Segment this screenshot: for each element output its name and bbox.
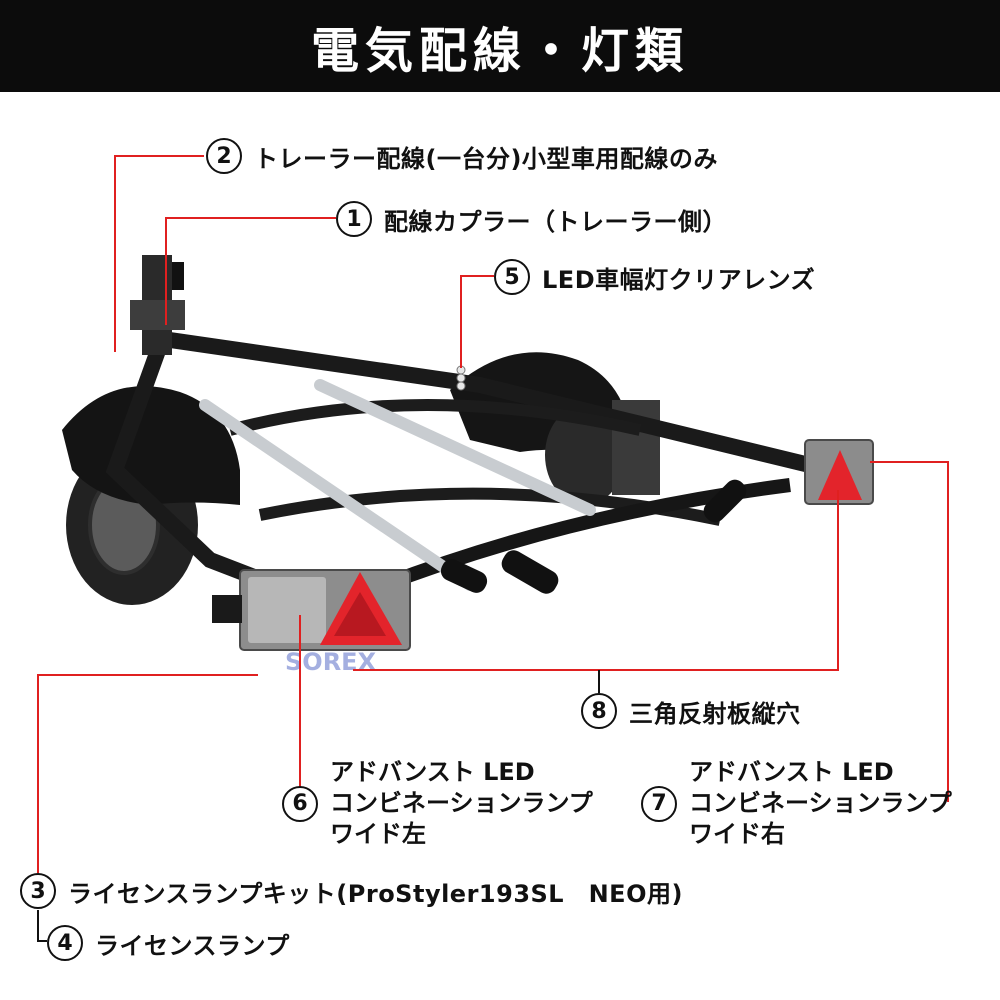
leader-line-2 xyxy=(114,155,204,352)
right-wheel xyxy=(545,405,625,505)
callout-number-2: 2 xyxy=(206,138,242,174)
winch-handle xyxy=(172,262,184,290)
leader-line-1 xyxy=(165,217,336,325)
callout-label-combination-lamp-left: アドバンスト LED コンビネーションランプ ワイド左 xyxy=(330,757,593,850)
roller-1 xyxy=(501,550,559,594)
callout-7-line-3: ワイド右 xyxy=(689,820,785,848)
left-fender xyxy=(62,386,240,505)
callout-1-wiring-coupler: 1 配線カプラー（トレーラー側） xyxy=(336,201,727,237)
callout-7-line-2: コンビネーションランプ xyxy=(689,789,952,817)
callout-6-line-3: ワイド左 xyxy=(330,820,426,848)
right-reflector-triangle xyxy=(818,450,862,500)
callout-label-trailer-wiring: トレーラー配線(一台分)小型車用配線のみ xyxy=(254,144,718,173)
bunk-rail-left xyxy=(199,399,476,591)
callout-label-combination-lamp-right: アドバンスト LED コンビネーションランプ ワイド右 xyxy=(689,757,952,850)
page-title: 電気配線・灯類 xyxy=(310,23,689,79)
left-reflector-inner xyxy=(334,592,386,636)
roller-3 xyxy=(440,559,488,593)
header-bar: 電気配線・灯類 xyxy=(0,0,1000,92)
marker-light-2 xyxy=(456,373,466,383)
callout-label-license-lamp-kit: ライセンスランプキット(ProStyler193SL NEO用) xyxy=(68,879,683,908)
callout-6-line-1: アドバンスト LED xyxy=(330,758,535,786)
callout-number-6: 6 xyxy=(282,785,318,822)
callout-7-combination-lamp-right: 7 アドバンスト LED コンビネーションランプ ワイド右 xyxy=(641,757,952,850)
callout-number-1: 1 xyxy=(336,201,372,237)
trailer-crossbar-2 xyxy=(228,399,642,436)
callout-number-7: 7 xyxy=(641,785,677,822)
callout-label-license-lamp: ライセンスランプ xyxy=(95,931,290,960)
callout-8-reflector-slot: 8 三角反射板縦穴 xyxy=(581,693,801,729)
callout-label-wiring-coupler: 配線カプラー（トレーラー側） xyxy=(384,207,727,236)
callout-3-license-lamp-kit: 3 ライセンスランプキット(ProStyler193SL NEO用) xyxy=(20,873,683,909)
callout-7-line-1: アドバンスト LED xyxy=(689,758,894,786)
callout-number-8: 8 xyxy=(581,693,617,729)
callout-6-line-2: コンビネーションランプ xyxy=(330,789,593,817)
callout-6-combination-lamp-left: 6 アドバンスト LED コンビネーションランプ ワイド左 xyxy=(282,757,593,850)
callout-4-license-lamp: 4 ライセンスランプ xyxy=(47,925,290,961)
connector-line-3-4 xyxy=(37,910,47,942)
callout-number-5: 5 xyxy=(494,259,530,295)
license-bracket xyxy=(212,595,242,623)
bunk-rail-right xyxy=(314,379,596,516)
callout-number-4: 4 xyxy=(47,925,83,961)
callout-5-led-marker-light: 5 LED車幅灯クリアレンズ xyxy=(494,259,815,295)
leader-line-3 xyxy=(37,674,258,873)
trailer-frame-right xyxy=(162,332,838,478)
callout-label-led-marker-light: LED車幅灯クリアレンズ xyxy=(542,265,816,294)
leader-line-8 xyxy=(353,490,839,671)
left-combination-lamp-lens xyxy=(248,577,326,643)
callout-number-3: 3 xyxy=(20,873,56,909)
marker-light-3 xyxy=(456,381,466,391)
brand-watermark: SOREX xyxy=(285,648,377,676)
callout-label-reflector-slot: 三角反射板縦穴 xyxy=(629,699,801,728)
callout-2-trailer-wiring: 2 トレーラー配線(一台分)小型車用配線のみ xyxy=(206,138,718,174)
roller-2 xyxy=(703,479,747,523)
leader-line-7 xyxy=(870,461,949,802)
leader-line-5 xyxy=(460,275,494,368)
winch xyxy=(130,300,185,330)
